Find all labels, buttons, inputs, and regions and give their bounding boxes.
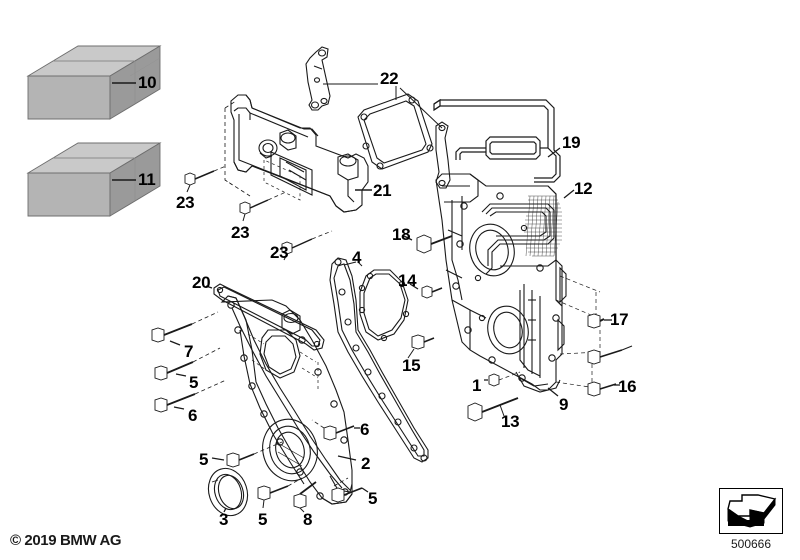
callout-5-b: 5 — [199, 450, 209, 469]
callout-23-b: 23 — [231, 223, 250, 242]
callout-11: 11 — [138, 170, 156, 189]
timing-chain-cover-upper — [224, 94, 369, 213]
leader-7-null — [158, 342, 186, 346]
leader-12 — [563, 189, 575, 199]
callout-16: 16 — [618, 377, 637, 396]
callout-5-d: 5 — [258, 510, 268, 529]
callout-21: 21 — [373, 181, 392, 200]
callout-19: 19 — [562, 133, 581, 152]
bolt-6-a — [154, 379, 227, 413]
callout-23-a: 23 — [176, 193, 195, 212]
leader-9 — [547, 387, 559, 397]
alignment-1 — [498, 371, 521, 381]
leader-7 — [169, 340, 181, 346]
callout-3: 3 — [219, 510, 229, 529]
callout-13: 13 — [501, 412, 520, 431]
bolt-18 — [416, 234, 453, 254]
callout-6-b: 6 — [360, 420, 370, 439]
leader-14 — [409, 283, 419, 290]
bolt-5-b — [226, 441, 283, 468]
callout-15: 15 — [402, 356, 421, 375]
callout-17: 17 — [610, 310, 629, 329]
callout-4: 4 — [352, 248, 362, 267]
bolt-14 — [421, 285, 443, 299]
bolt-5-d — [257, 477, 303, 509]
leader-19 — [547, 147, 561, 158]
leader-5b — [211, 457, 225, 461]
leader-5a — [175, 373, 187, 377]
callout-5-a: 5 — [189, 373, 199, 392]
gasket-4-inner — [358, 269, 410, 342]
callout-7: 7 — [184, 342, 194, 361]
bolt-6-b — [311, 419, 355, 441]
guide-rail-22 — [305, 46, 331, 111]
leader-18 — [403, 235, 413, 241]
callout-18: 18 — [392, 225, 411, 244]
bolt-8 — [293, 481, 317, 513]
bolt-5-c — [331, 477, 369, 503]
leader-6a — [173, 406, 185, 410]
leader-20 — [205, 285, 213, 289]
gasket-19 — [433, 98, 561, 183]
timing-chain-cover-lower — [220, 295, 353, 505]
alignment-lines-right — [555, 275, 601, 392]
callout-23-c: 23 — [270, 243, 289, 262]
leader-3 — [223, 507, 227, 513]
bolt-7 — [151, 311, 219, 343]
bolt-23-b — [239, 191, 287, 222]
callout-6-a: 6 — [188, 406, 198, 425]
callout-2: 2 — [361, 454, 371, 473]
shaft-seal-3 — [207, 467, 249, 517]
bolt-16 — [587, 381, 617, 397]
bolt-13 — [467, 397, 519, 422]
callout-14: 14 — [398, 271, 417, 290]
leader-4a — [343, 261, 357, 266]
gasket-4 — [329, 257, 429, 463]
drawing-number: 500666 — [730, 537, 772, 551]
callout-20: 20 — [192, 273, 211, 292]
callout-9: 9 — [559, 395, 569, 414]
view-direction-arrow-box — [719, 488, 783, 534]
callout-10: 10 — [138, 73, 157, 92]
repair-kit-box-upper — [26, 45, 162, 120]
leader-22c — [399, 87, 443, 129]
3d-arrow-icon — [727, 494, 777, 528]
copyright-notice: © 2019 BMW AG — [10, 532, 122, 549]
callout-12: 12 — [574, 179, 593, 198]
timing-case-12 — [435, 173, 567, 393]
bolt-23-c — [281, 230, 333, 261]
bolt-17 — [587, 313, 605, 329]
callout-22: 22 — [380, 69, 399, 88]
nut-1 — [488, 373, 500, 387]
bolt-17-b — [587, 345, 633, 365]
gasket-22-ring — [357, 93, 434, 170]
bolt-23-a — [184, 165, 227, 193]
bolt-5-a — [154, 347, 221, 381]
leader-4b — [357, 261, 363, 267]
bolt-15 — [407, 334, 435, 359]
leader-2 — [337, 455, 357, 461]
gasket-strip-20 — [213, 283, 325, 351]
callout-5-c: 5 — [368, 489, 378, 508]
callout-8: 8 — [303, 510, 313, 529]
callout-1: 1 — [472, 376, 482, 395]
